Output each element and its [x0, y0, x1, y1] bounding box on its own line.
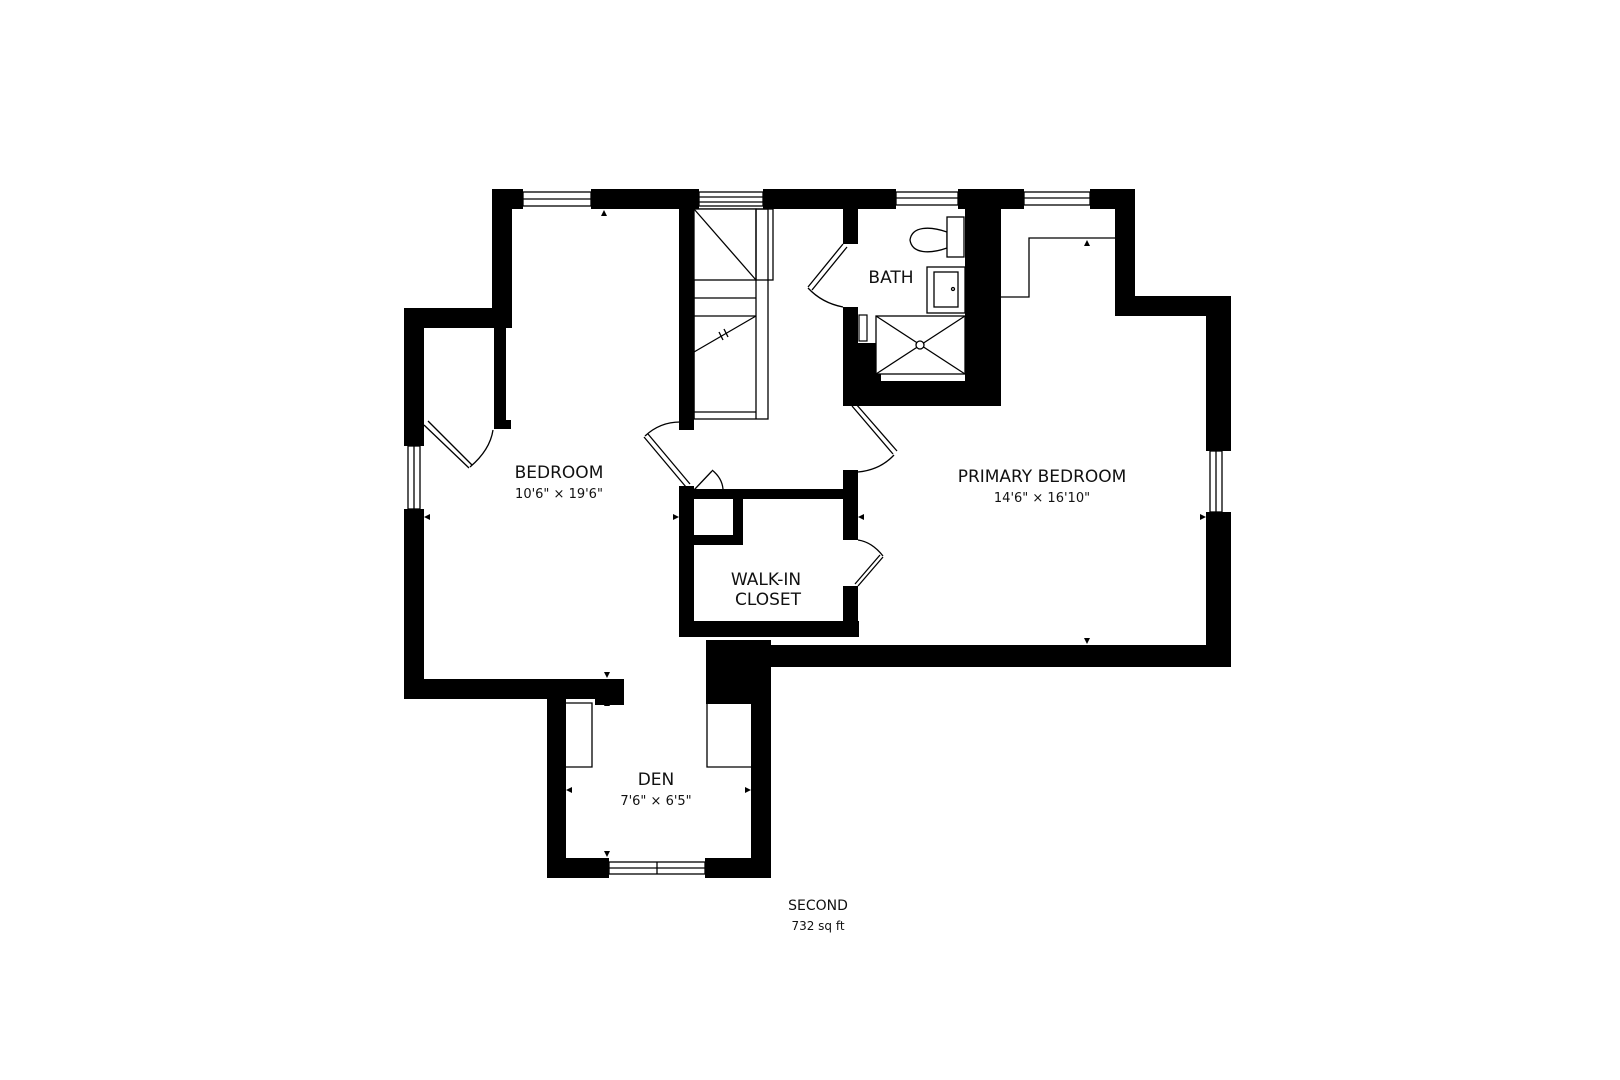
- door-swing-icon: [807, 243, 848, 308]
- window-icon: [1209, 450, 1223, 513]
- floor-area: 732 sq ft: [791, 919, 844, 933]
- room-primary-bedroom: PRIMARY BEDROOM 14'6" × 16'10": [958, 467, 1127, 506]
- floor-name: SECOND: [788, 898, 848, 914]
- stairs-icon: [693, 208, 774, 420]
- door-swing-icon: [693, 469, 724, 491]
- room-name-line2: CLOSET: [735, 590, 802, 610]
- door-swing-icon: [643, 421, 691, 488]
- dimension-marker-icon: [424, 210, 1206, 857]
- window-icon: [407, 445, 421, 510]
- window-icon: [895, 191, 959, 206]
- door-swing-icon: [854, 539, 884, 587]
- sink-icon: [926, 266, 966, 314]
- shower-icon: [875, 315, 966, 375]
- room-walk-in-closet: WALK-IN CLOSET: [731, 570, 802, 610]
- floor-caption: SECOND 732 sq ft: [788, 898, 848, 933]
- walls: [404, 189, 1231, 878]
- den-closet-right: [706, 702, 751, 768]
- window-icon: [608, 861, 706, 875]
- door-swing-icon: [423, 420, 494, 469]
- room-name: DEN: [638, 770, 675, 790]
- window-icon: [1023, 191, 1091, 206]
- toilet-icon: [909, 216, 965, 258]
- room-name: BEDROOM: [515, 463, 604, 483]
- room-dimensions: 14'6" × 16'10": [994, 491, 1090, 506]
- window-icon: [698, 191, 764, 207]
- room-name: WALK-IN: [731, 570, 801, 590]
- den-closet-left: [566, 702, 593, 768]
- room-bedroom: BEDROOM 10'6" × 19'6": [515, 463, 604, 502]
- room-bath: BATH: [868, 268, 913, 288]
- window-icon: [522, 191, 592, 207]
- door-swing-icon: [851, 403, 898, 473]
- room-name: PRIMARY BEDROOM: [958, 467, 1127, 487]
- room-name: BATH: [868, 268, 913, 288]
- room-dimensions: 10'6" × 19'6": [515, 487, 603, 502]
- room-dimensions: 7'6" × 6'5": [620, 794, 691, 809]
- room-den: DEN 7'6" × 6'5": [620, 770, 691, 809]
- windows: [407, 191, 1223, 875]
- closet-outline: [1001, 237, 1115, 298]
